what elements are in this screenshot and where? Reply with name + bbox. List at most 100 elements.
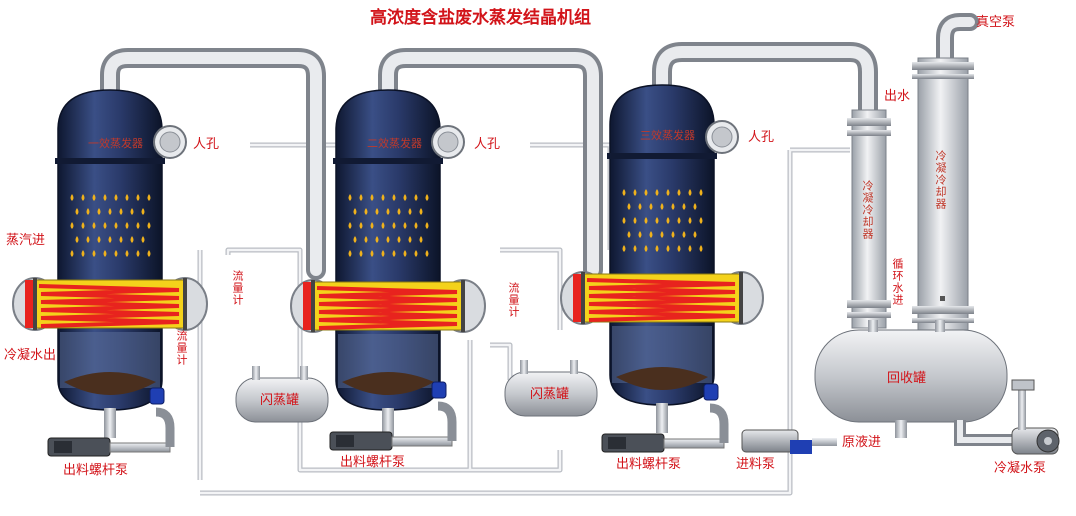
droplet xyxy=(419,208,423,215)
droplet xyxy=(638,203,642,210)
droplet xyxy=(644,217,648,224)
droplet xyxy=(97,236,101,243)
droplet xyxy=(359,222,363,229)
droplet xyxy=(622,245,626,252)
droplet xyxy=(414,250,418,257)
droplet xyxy=(92,222,96,229)
condensate-water-pump xyxy=(1011,379,1060,455)
condensate-pump-label: 冷凝水泵 xyxy=(994,461,1047,476)
droplet xyxy=(677,217,681,224)
droplet xyxy=(633,217,637,224)
droplet xyxy=(397,208,401,215)
raw-liquid-in-label: 原液进 xyxy=(842,435,882,450)
droplet xyxy=(622,189,626,196)
droplet xyxy=(92,250,96,257)
manhole-label-2: 人孔 xyxy=(474,137,501,152)
heater-2 xyxy=(290,279,486,333)
flowmeter-label-3: 流量计 xyxy=(507,282,520,318)
sludge xyxy=(616,367,708,390)
droplet xyxy=(693,203,697,210)
diagram-title: 高浓度含盐废水蒸发结晶机组 xyxy=(370,8,591,28)
flash-tank-1 xyxy=(235,366,329,423)
droplet xyxy=(682,203,686,210)
flash-tank-label-1: 闪蒸罐 xyxy=(260,393,300,408)
water-out-label: 出水 xyxy=(884,89,911,104)
droplet xyxy=(370,194,374,201)
flowmeter-label-2: 流量计 xyxy=(231,270,244,306)
droplet xyxy=(70,194,74,201)
droplet xyxy=(364,236,368,243)
droplet xyxy=(370,250,374,257)
circulating-water-in-label: 循环水进 xyxy=(891,258,904,306)
heater-3 xyxy=(560,271,764,325)
droplet xyxy=(125,250,129,257)
droplet xyxy=(638,231,642,238)
droplet xyxy=(353,236,357,243)
droplet xyxy=(649,231,653,238)
droplet xyxy=(86,208,90,215)
condenser-crystallizer-column xyxy=(847,109,891,329)
droplet xyxy=(103,250,107,257)
droplet xyxy=(130,236,134,243)
steam-inlet-label: 蒸汽进 xyxy=(6,233,46,248)
droplet xyxy=(392,250,396,257)
droplet xyxy=(147,250,151,257)
droplet xyxy=(136,250,140,257)
condenser-crystallizer-label: 冷凝冷却器 xyxy=(861,180,874,240)
droplet xyxy=(671,231,675,238)
discharge-screw-pump-2 xyxy=(329,381,457,451)
discharge-pump-label-1: 出料螺杆泵 xyxy=(63,463,129,478)
droplet xyxy=(392,222,396,229)
droplet xyxy=(660,203,664,210)
droplet xyxy=(103,194,107,201)
droplet xyxy=(408,208,412,215)
droplet xyxy=(70,250,74,257)
droplet xyxy=(649,203,653,210)
droplet xyxy=(644,189,648,196)
droplet xyxy=(136,222,140,229)
sludge xyxy=(342,372,434,395)
droplet xyxy=(688,245,692,252)
droplet xyxy=(627,203,631,210)
droplet xyxy=(666,245,670,252)
feed-pump-label: 进料泵 xyxy=(736,457,776,472)
droplet xyxy=(364,208,368,215)
droplet xyxy=(375,208,379,215)
effect-1-name: 一效蒸发器 xyxy=(88,137,143,150)
droplet xyxy=(699,217,703,224)
droplet xyxy=(141,208,145,215)
droplet xyxy=(125,222,129,229)
droplet xyxy=(348,250,352,257)
feed-pump xyxy=(741,429,837,454)
condenser-cooler-label: 冷凝冷却器 xyxy=(934,150,947,210)
droplet xyxy=(108,236,112,243)
droplet xyxy=(644,245,648,252)
discharge-screw-pump-1 xyxy=(47,387,175,457)
droplet xyxy=(108,208,112,215)
vacuum-pump-label: 真空泵 xyxy=(976,15,1016,30)
droplet xyxy=(419,236,423,243)
droplet xyxy=(627,231,631,238)
line-vapor-1 xyxy=(250,142,343,250)
line-flash-2 xyxy=(490,342,513,380)
droplet xyxy=(114,250,118,257)
flowmeter-label-1: 流量计 xyxy=(175,330,188,366)
droplet xyxy=(392,194,396,201)
droplet xyxy=(75,208,79,215)
droplet xyxy=(381,222,385,229)
droplet xyxy=(86,236,90,243)
droplet xyxy=(414,194,418,201)
discharge-screw-pump-3 xyxy=(601,383,729,453)
droplet xyxy=(114,222,118,229)
droplet xyxy=(699,245,703,252)
droplet xyxy=(359,250,363,257)
evaporator-3 xyxy=(560,84,764,433)
droplet xyxy=(141,236,145,243)
droplet xyxy=(130,208,134,215)
droplet xyxy=(375,236,379,243)
droplet xyxy=(136,194,140,201)
droplet xyxy=(414,222,418,229)
droplet xyxy=(660,231,664,238)
droplet xyxy=(671,203,675,210)
